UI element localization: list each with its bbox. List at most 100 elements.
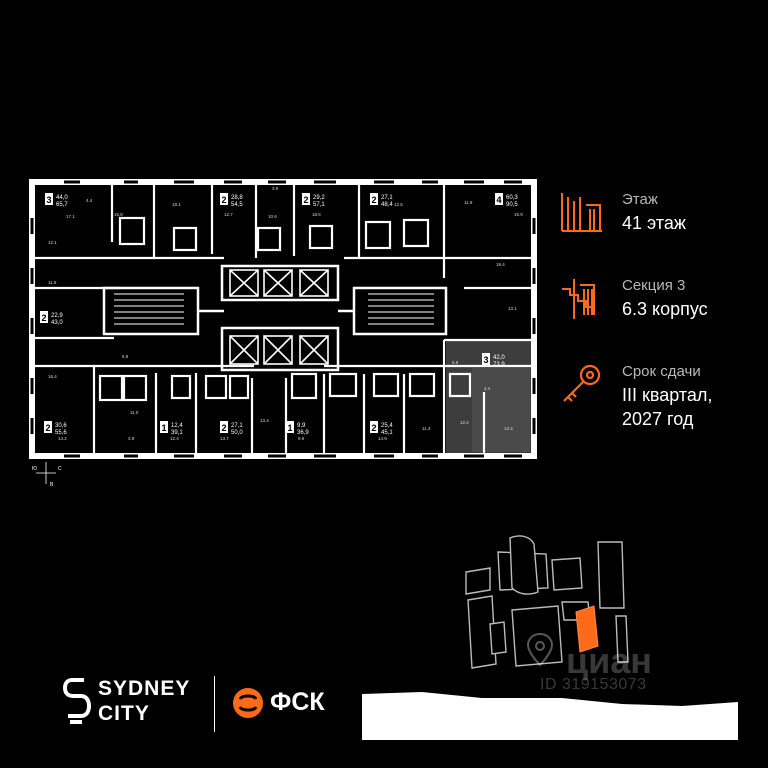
svg-text:13.1: 13.1 [508,306,517,311]
stairs-section-icon [562,279,595,319]
compass-icon: Ю С В [32,462,62,488]
apartment-label[interactable]: 2 25,445,1 [370,421,393,436]
apartment-area-total: 22,9 [51,313,63,319]
apartment-rooms: 2 [371,423,376,433]
apartment-rooms: 2 [41,313,46,323]
section-value: 6.3 корпус [622,299,708,319]
apartment-area-living: 90,5 [506,202,518,208]
apartment-area-total: 27,1 [381,195,393,201]
svg-text:6.9: 6.9 [122,354,129,359]
svg-text:9.9: 9.9 [298,436,305,441]
svg-text:11.0: 11.0 [130,410,139,415]
site-buildings [465,535,629,669]
svg-text:15.9: 15.9 [514,212,523,217]
apartment-area-total: 44,0 [56,195,68,201]
apartment-rooms: 1 [161,423,166,433]
svg-text:14.9: 14.9 [378,436,387,441]
svg-text:12.7: 12.7 [224,212,233,217]
apartment-label[interactable]: 1 9,936,9 [286,421,309,436]
elevator-shafts [229,269,329,365]
svg-text:13.4: 13.4 [504,426,513,431]
apartment-area-living: 57,1 [313,202,325,208]
apartment-label[interactable]: 2 29,257,1 [302,193,325,208]
apartment-label[interactable]: 2 27,148,4 [370,193,393,208]
sydney-city-emblem [62,678,92,724]
apartment-rooms-badge [220,193,228,205]
staircases [114,293,434,325]
selected-building[interactable] [575,605,599,653]
fsk-wordmark: ФСК [270,688,325,716]
apartment-rooms-badge [302,193,310,205]
apartment-area-total: 60,3 [506,195,518,201]
apartment-rooms-badge [220,421,228,433]
apartment-area-living: 36,9 [297,430,309,436]
watermark: циан ID 319153073 [540,640,700,700]
apartment-rooms-badge [40,311,48,323]
apartment-rooms-badge [45,193,53,205]
svg-text:12.1: 12.1 [48,240,57,245]
map-pin-icon [526,632,554,667]
key-icon [563,364,601,402]
interior-walls [32,182,534,456]
apartment-area-living: 45,1 [381,430,393,436]
apartment-area-total: 9,9 [297,423,306,429]
apartment-rooms: 4 [496,195,501,205]
apartment-rooms-badge [482,353,490,365]
apartment-area-total: 25,4 [381,423,393,429]
apartment-rooms: 1 [287,423,292,433]
svg-text:19.4: 19.4 [496,262,505,267]
svg-text:12.2: 12.2 [460,420,469,425]
svg-text:18.6: 18.6 [312,212,321,217]
apartment-area-living: 73,9 [493,362,505,368]
river-outline [362,692,738,740]
apartment-area-total: 30,6 [55,423,67,429]
apartment-label[interactable]: 1 12,439,1 [160,421,183,436]
fsk-emblem [233,688,263,718]
site-plan-map [362,535,738,740]
sydney-line1: SYDNEY [98,677,191,700]
compass-letter: С [58,466,62,472]
floor-label: Этаж [622,191,658,208]
sydney-city-wordmark: SYDNEY CITY [98,676,190,726]
watermark-name: циан [566,640,653,681]
apartment-rooms: 3 [46,195,51,205]
apartment-area-total: 27,1 [231,423,243,429]
svg-text:11.8: 11.8 [48,280,57,285]
svg-text:14.2: 14.2 [58,436,67,441]
svg-text:11.9: 11.9 [464,200,473,205]
deadline-value-line2: 2027 год [622,409,694,429]
watermark-listing-id: ID 319153073 [540,676,647,693]
apartment-area-living: 39,1 [171,430,183,436]
apartment-rooms: 2 [303,195,308,205]
svg-text:12.5: 12.5 [394,202,403,207]
fsk-logo: ФСК [232,684,342,724]
apartment-rooms-badge [160,421,168,433]
sydney-line2: CITY [98,702,150,725]
building-core [102,264,448,372]
svg-text:15.8: 15.8 [114,212,123,217]
svg-text:18.1: 18.1 [172,202,181,207]
svg-text:3.9: 3.9 [128,436,135,441]
apartment-area-living: 48,4 [381,202,393,208]
apartment-area-living: 50,0 [231,430,243,436]
apartment-area-total: 29,2 [313,195,325,201]
apartment-label[interactable]: 4 60,390,5 [495,193,518,208]
svg-text:4.4: 4.4 [484,386,491,391]
apartment-area-total: 12,4 [171,423,183,429]
svg-text:3.9: 3.9 [272,186,279,191]
apartment-rooms-badge [44,421,52,433]
svg-text:17.1: 17.1 [66,214,75,219]
svg-text:13.7: 13.7 [220,436,229,441]
building-floor-icon [561,193,602,232]
svg-text:11.4: 11.4 [422,426,431,431]
apartment-rooms: 2 [371,195,376,205]
